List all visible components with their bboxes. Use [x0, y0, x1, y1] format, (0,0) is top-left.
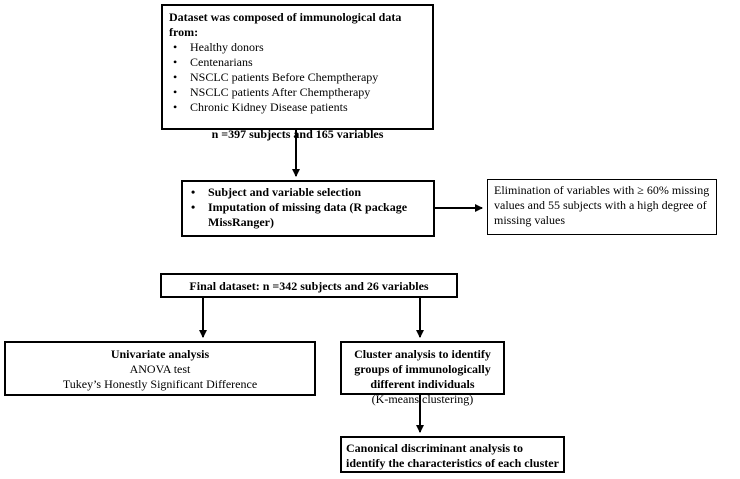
selection-steps-list: Subject and variable selection Imputatio…	[187, 185, 427, 230]
selection-imputation-box: Subject and variable selection Imputatio…	[181, 180, 435, 237]
elimination-text: Elimination of variables with ≥ 60% miss…	[494, 183, 710, 227]
canonical-analysis-box: Canonical discriminant analysis to ident…	[340, 436, 565, 473]
dataset-source-item: NSCLC patients Before Chemptherapy	[169, 70, 426, 85]
cluster-method: (K-means clustering)	[371, 392, 474, 406]
elimination-note-box: Elimination of variables with ≥ 60% miss…	[487, 179, 717, 235]
selection-step-item: Imputation of missing data (R package Mi…	[187, 200, 427, 230]
selection-step-item: Subject and variable selection	[187, 185, 427, 200]
cluster-title: Cluster analysis to identify groups of i…	[354, 347, 491, 391]
final-dataset-text: Final dataset: n =342 subjects and 26 va…	[189, 279, 429, 293]
dataset-title: Dataset was composed of immunological da…	[169, 10, 402, 39]
dataset-count: n =397 subjects and 165 variables	[211, 127, 384, 141]
final-dataset-box: Final dataset: n =342 subjects and 26 va…	[160, 273, 458, 298]
dataset-source-item: Centenarians	[169, 55, 426, 70]
dataset-composition-box: Dataset was composed of immunological da…	[161, 4, 434, 141]
univariate-method: ANOVA test	[129, 362, 191, 376]
dataset-source-item: Chronic Kidney Disease patients	[169, 100, 426, 115]
univariate-analysis-box: Univariate analysis ANOVA test Tukey’s H…	[4, 341, 316, 396]
dataset-source-item: Healthy donors	[169, 40, 426, 55]
dataset-source-item: NSCLC patients After Chemptherapy	[169, 85, 426, 100]
cluster-analysis-box: Cluster analysis to identify groups of i…	[340, 341, 505, 406]
univariate-method: Tukey’s Honestly Significant Difference	[62, 377, 258, 391]
canonical-text: Canonical discriminant analysis to ident…	[346, 441, 559, 470]
dataset-source-list: Healthy donors Centenarians NSCLC patien…	[169, 40, 426, 115]
univariate-title: Univariate analysis	[110, 347, 210, 361]
